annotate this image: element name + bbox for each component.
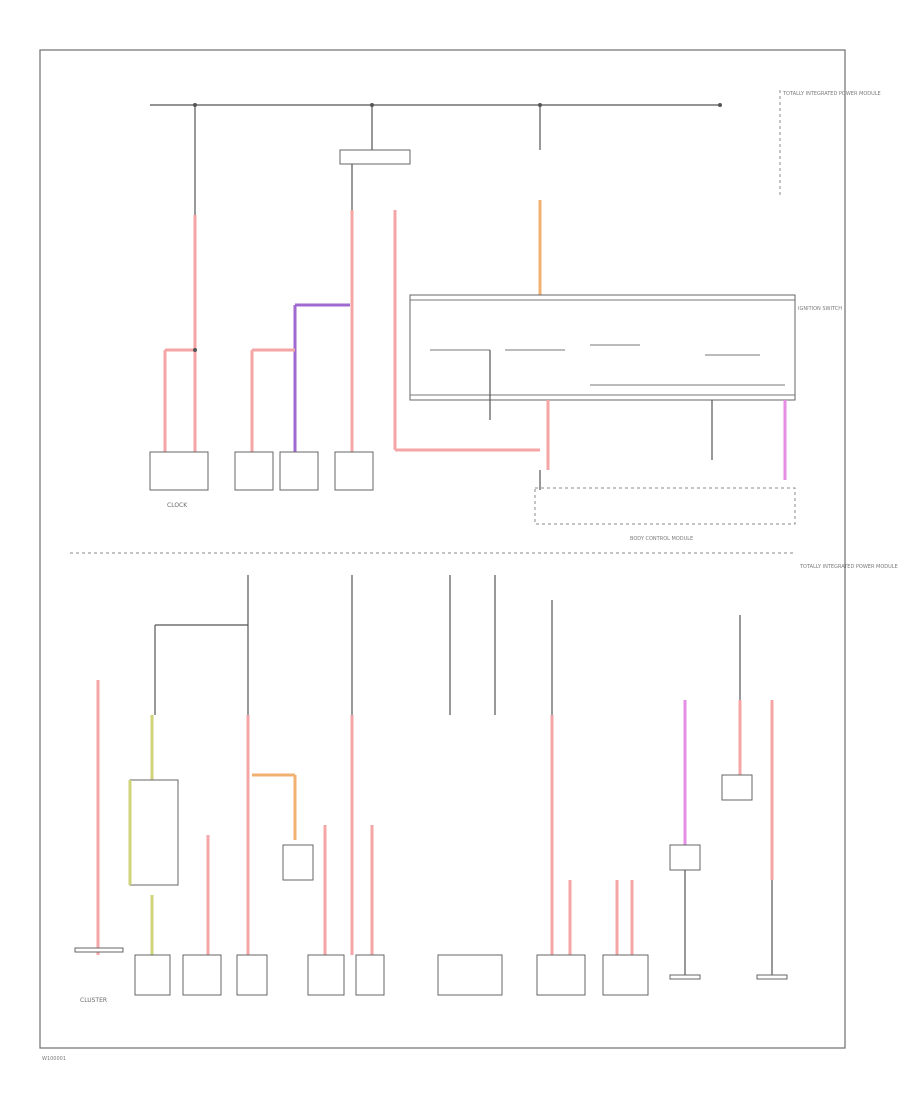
power-mirror-box bbox=[307, 954, 345, 996]
cluster-box bbox=[74, 947, 124, 953]
seat-heater-box bbox=[134, 954, 171, 996]
radio-box bbox=[334, 451, 374, 491]
fuse-box-label-bottom: TOTALLY INTEGRATED POWER MODULE bbox=[799, 564, 898, 570]
fuse-box-label-top: TOTALLY INTEGRATED POWER MODULE bbox=[782, 91, 881, 97]
radio-2-box bbox=[236, 954, 268, 996]
driver-door-box bbox=[536, 954, 586, 996]
bottom-section: CLUSTER bbox=[74, 564, 898, 1004]
body-control-label: BODY CONTROL MODULE bbox=[630, 536, 693, 542]
body-control-box bbox=[534, 487, 796, 525]
diagram-frame bbox=[39, 49, 846, 1049]
airbag-module-box bbox=[279, 451, 319, 491]
top-section: CLOCK IGNITION SWITCH BODY CONTROL MO bbox=[149, 90, 881, 542]
trailer-tow-box bbox=[756, 974, 788, 980]
cluster-label: CLUSTER bbox=[80, 997, 107, 1004]
horn-label: CLOCK bbox=[167, 502, 188, 509]
footer-code: W100001 bbox=[42, 1056, 66, 1062]
ignition-switch-label: IGNITION SWITCH bbox=[798, 306, 842, 312]
passenger-door-box bbox=[602, 954, 649, 996]
fuel-pump-box bbox=[669, 974, 701, 980]
brake-switch-box bbox=[234, 451, 274, 491]
anti-lock-box bbox=[437, 954, 503, 996]
sentry-module-box bbox=[282, 844, 314, 881]
horn-box bbox=[149, 451, 209, 491]
powertrain-module-box bbox=[182, 954, 222, 996]
ignition-switch-box bbox=[409, 294, 796, 401]
